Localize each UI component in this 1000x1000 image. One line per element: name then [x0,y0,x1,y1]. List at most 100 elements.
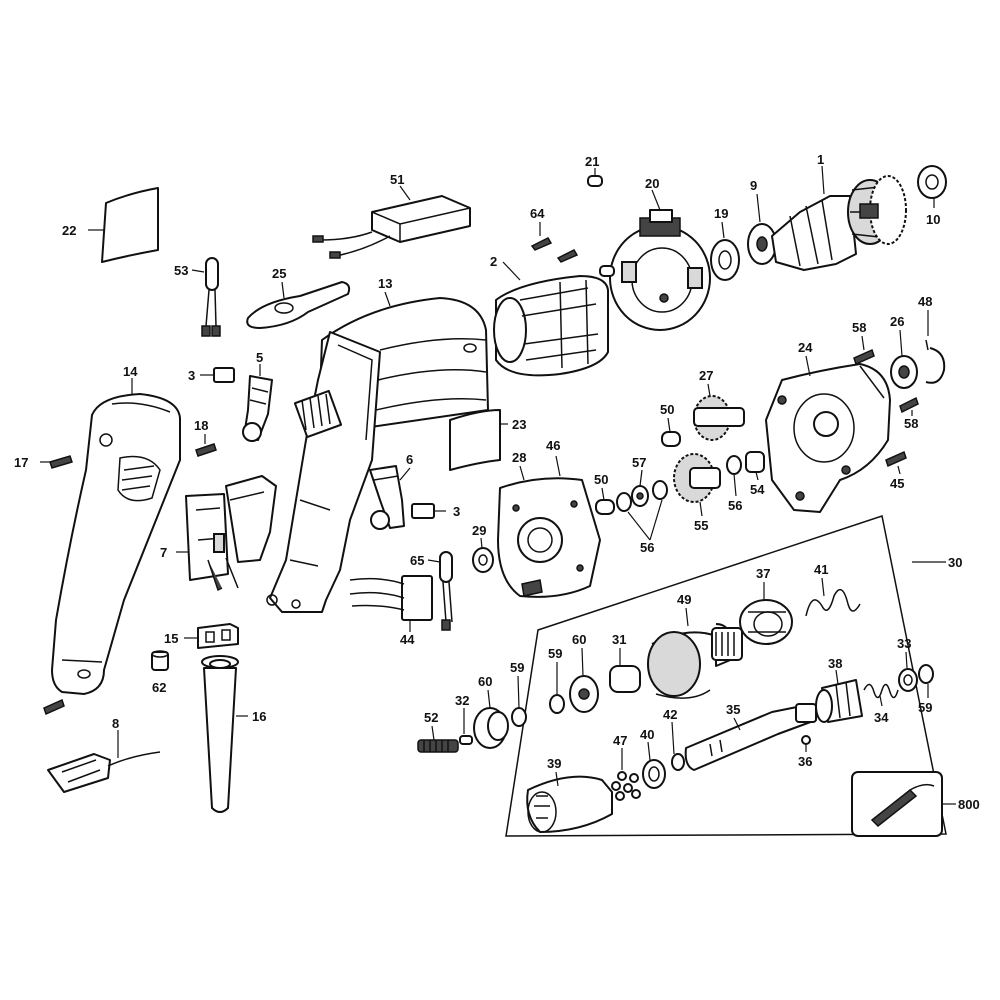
label-16: 16 [252,709,266,724]
part-56-washer-right [726,455,742,497]
label-65: 65 [410,553,424,568]
label-22: 22 [62,223,76,238]
part-55-gear [673,453,721,517]
label-60-lower: 60 [478,674,492,689]
label-32: 32 [455,693,469,708]
part-65-capacitor [427,551,453,631]
part-35-spindle [684,703,817,771]
label-62: 62 [152,680,166,695]
label-29: 29 [472,523,486,538]
label-58-lower: 58 [904,416,918,431]
part-7-switch [176,475,277,592]
part-9-bearing [747,193,777,265]
label-64: 64 [530,206,545,221]
label-33: 33 [897,636,911,651]
label-6: 6 [406,452,413,467]
part-5-brush-holder [242,364,273,442]
label-50-lower: 50 [594,472,608,487]
part-32-pin [459,708,473,745]
part-37-clutch-ring [739,582,793,645]
part-19-bearing [710,221,740,281]
label-52: 52 [424,710,438,725]
part-59-ring-right [918,664,934,698]
label-54: 54 [750,482,765,497]
label-48: 48 [918,294,932,309]
label-59-left: 59 [548,646,562,661]
label-60-upper: 60 [572,632,586,647]
label-3-upper: 3 [188,368,195,383]
part-51-electronic-module [312,185,471,259]
part-3-brush-lower [411,503,446,519]
part-18-screw [195,434,217,457]
part-17-screw [40,455,73,469]
part-33-washer [898,651,918,692]
label-17: 17 [14,455,28,470]
label-57: 57 [632,455,646,470]
label-35: 35 [726,702,740,717]
label-51: 51 [390,172,404,187]
part-23-insulation-sleeve [449,409,508,471]
part-26-bearing [890,329,918,389]
label-10: 10 [926,212,940,227]
label-42: 42 [663,707,677,722]
part-59-ring-left [549,662,565,714]
part-56-57-washers [616,469,668,541]
label-2: 2 [490,254,497,269]
label-50-upper: 50 [660,402,674,417]
label-27: 27 [699,368,713,383]
part-38-sleeve [815,669,863,723]
part-6-brush-holder [369,465,411,530]
part-29-washer [472,537,494,573]
label-47: 47 [613,733,627,748]
part-45-screw [885,450,907,475]
part-47-balls [611,748,641,801]
label-13: 13 [378,276,392,291]
label-1: 1 [817,152,824,167]
part-14-handle-half [51,378,181,695]
label-20: 20 [645,176,659,191]
label-21: 21 [585,154,599,169]
part-60-clutch-plate-lower [473,689,509,749]
part-number-labels: 1 2 3 3 5 6 7 8 9 10 13 14 15 16 17 18 1… [14,152,980,812]
label-41: 41 [814,562,828,577]
part-54-bushing [745,451,765,481]
label-19: 19 [714,206,728,221]
part-58-screw-lower [899,396,919,416]
part-800-service-tool [851,771,956,837]
label-56-middle: 56 [640,540,654,555]
part-36-ball [801,735,811,752]
part-24-gear-case [765,355,891,513]
part-31-sleeve [609,648,641,693]
part-62-bushing [151,650,169,671]
part-15-cord-clamp [184,623,239,649]
label-34: 34 [874,710,889,725]
part-22-label-sheet [88,187,159,263]
label-800: 800 [958,797,980,812]
label-30: 30 [948,555,962,570]
label-46: 46 [546,438,560,453]
label-40: 40 [640,727,654,742]
label-39: 39 [547,756,561,771]
part-53-capacitor [191,257,221,337]
label-15: 15 [164,631,178,646]
part-20-brush-holder-plate [599,189,711,331]
label-7: 7 [160,545,167,560]
label-8: 8 [112,716,119,731]
part-59-ring-lower-left [511,675,527,727]
part-13-motor-housing [266,291,489,613]
part-3-brush-upper [200,367,235,383]
part-25-cover-plate [246,281,351,329]
label-14: 14 [123,364,138,379]
part-58-screw-upper [853,335,875,366]
part-41-spring [805,577,861,617]
part-8-power-cord [47,730,161,793]
label-25: 25 [272,266,286,281]
label-58-upper: 58 [852,320,866,335]
label-49: 49 [677,592,691,607]
part-42-ring [671,721,685,771]
label-18: 18 [194,418,208,433]
label-59-upper: 59 [510,660,524,675]
label-28: 28 [512,450,526,465]
part-27-gear [693,383,745,441]
